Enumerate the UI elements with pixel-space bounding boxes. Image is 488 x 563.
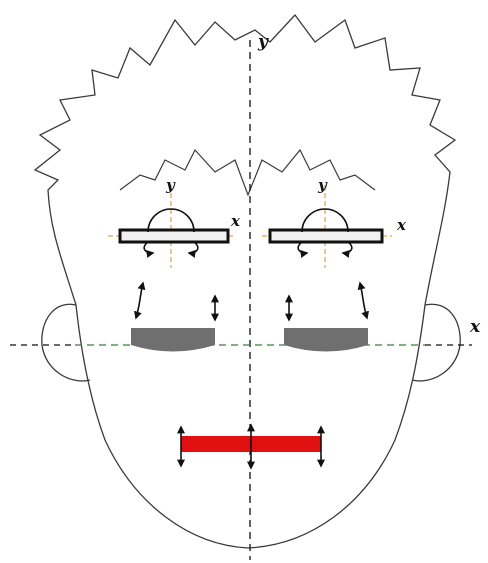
double-arrow-icon — [357, 281, 369, 320]
right-brow-x-label: x — [396, 216, 407, 234]
rotation-arc-icon — [143, 241, 155, 258]
right-brow-y-label: y — [317, 176, 328, 194]
right-brow-group: y x — [262, 176, 407, 268]
vertical-axis-label: y — [257, 32, 269, 52]
left-brow-y-label: y — [165, 176, 176, 194]
head-outline — [33, 13, 457, 549]
left-brow-rotation-arc — [147, 208, 195, 233]
left-brow-group: y x — [108, 176, 241, 268]
rotation-arc-icon — [297, 241, 309, 258]
left-ear — [41, 303, 91, 382]
horizontal-axis-label: x — [469, 317, 481, 337]
left-brow-bar — [118, 228, 230, 244]
right-brow-bar — [268, 228, 384, 244]
right-eye-patch — [284, 328, 368, 352]
left-eye-patch — [131, 328, 215, 352]
hair-fringe — [119, 148, 376, 197]
double-arrow-icon — [134, 281, 146, 320]
left-brow-x-label: x — [230, 212, 241, 230]
rotation-arc-icon — [187, 241, 199, 258]
rotation-arc-icon — [341, 241, 353, 258]
right-brow-rotation-arc — [301, 208, 349, 233]
